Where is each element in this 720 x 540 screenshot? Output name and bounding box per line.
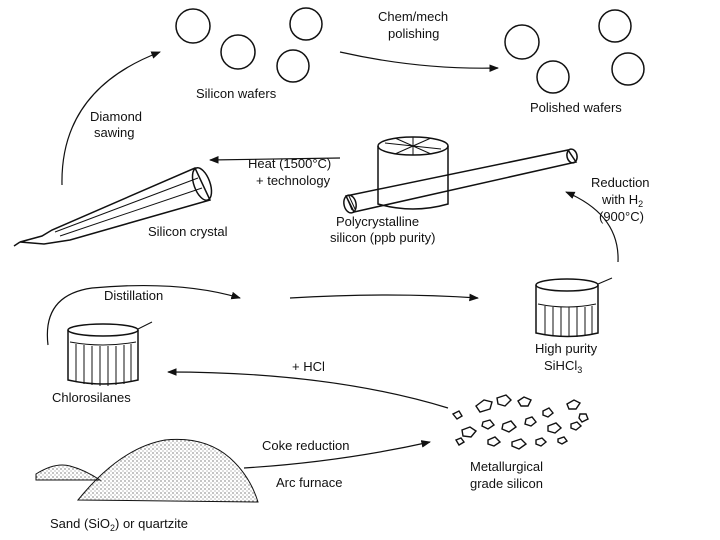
chem-mech-label-2: polishing <box>388 26 439 41</box>
polishing-arrow <box>339 51 499 73</box>
polished-wafer-4 <box>611 52 645 86</box>
mg-silicon-label-2: grade silicon <box>470 476 543 491</box>
sand-label: Sand (SiO2) or quartzite <box>50 516 188 533</box>
diamond-label-1: Diamond <box>90 109 142 124</box>
distillation-arrow-right <box>289 293 479 302</box>
polysilicon-label-1: Polycrystalline <box>336 214 419 229</box>
polished-wafer-1 <box>598 9 632 43</box>
coke-label: Coke reduction <box>262 438 349 453</box>
high-purity-label-2: SiHCl3 <box>544 358 582 375</box>
mg-silicon-label-1: Metallurgical <box>470 459 543 474</box>
wafer-4 <box>276 49 310 83</box>
high-purity-label-1: High purity <box>535 341 598 356</box>
wafer-1 <box>175 8 211 44</box>
polycrystalline-rod <box>343 148 578 214</box>
heat-label-1: Heat (1500°C) <box>248 156 331 171</box>
hcl-label: + HCl <box>292 359 325 374</box>
polycrystalline-cylinder <box>377 136 449 210</box>
chem-mech-label-1: Chem/mech <box>378 9 448 24</box>
wafer-2 <box>289 7 323 41</box>
silicon-crystal-ingot <box>13 167 213 247</box>
sand-piles <box>35 438 259 503</box>
polished-wafer-2 <box>504 24 540 60</box>
arc-label: Arc furnace <box>276 475 342 490</box>
coke-arrow <box>243 440 431 469</box>
hcl-arrow <box>167 368 449 409</box>
silicon-wafers-group <box>175 7 323 83</box>
chlorosilanes-label: Chlorosilanes <box>52 390 131 405</box>
diamond-label-2: sawing <box>94 125 134 140</box>
diamond-sawing-arrow <box>61 51 161 186</box>
wafer-3 <box>220 34 256 70</box>
heat-arrow <box>209 156 341 164</box>
reduction-arrow <box>565 191 619 263</box>
heat-label-2: + technology <box>256 173 331 188</box>
polysilicon-label-2: silicon (ppb purity) <box>330 230 436 245</box>
high-purity-beaker <box>535 277 613 338</box>
metallurgical-silicon-chunks <box>451 394 589 450</box>
reduction-label-1: Reduction <box>591 175 650 190</box>
polished-wafers-label: Polished wafers <box>530 100 622 115</box>
reduction-label-3: (900°C) <box>599 209 644 224</box>
distillation-label: Distillation <box>104 288 163 303</box>
chlorosilanes-beaker <box>67 321 153 386</box>
silicon-crystal-label: Silicon crystal <box>148 224 228 239</box>
polished-wafers-group <box>504 9 645 94</box>
polished-wafer-3 <box>536 60 570 94</box>
distillation-arrow-left <box>46 284 241 346</box>
silicon-wafers-label: Silicon wafers <box>196 86 277 101</box>
reduction-label-2: with H2 <box>601 192 643 209</box>
